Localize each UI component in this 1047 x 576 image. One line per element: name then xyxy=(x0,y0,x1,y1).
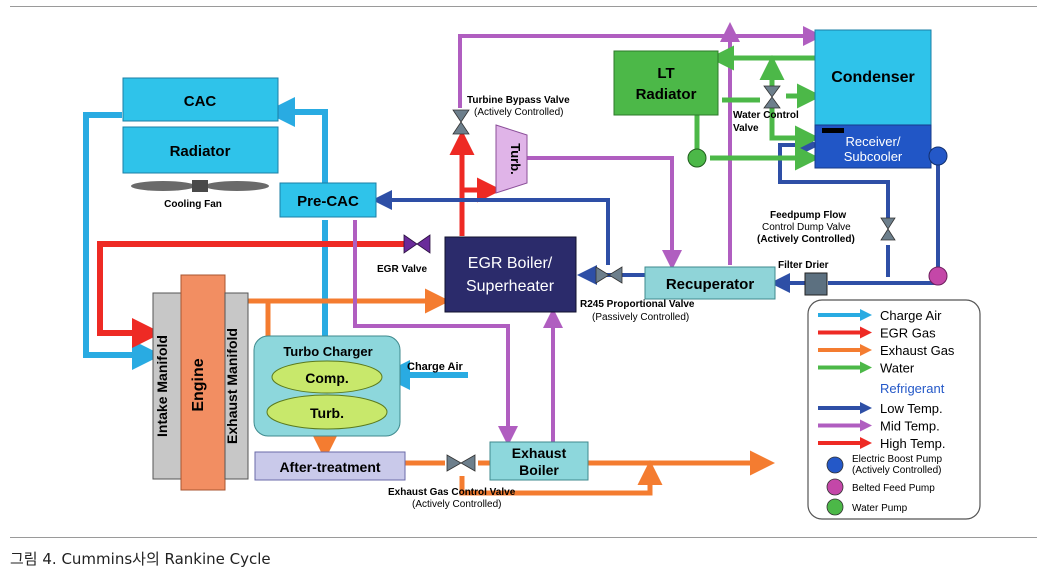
engine-unit: Engine xyxy=(180,274,226,491)
radiator-label: Radiator xyxy=(170,143,231,160)
exhaust-boiler-label-1: Exhaust xyxy=(512,445,567,461)
pre-cac-unit: Pre-CAC xyxy=(279,182,377,218)
control-dump-valve-label: Control Dump Valve xyxy=(762,222,851,233)
legend-refrigerant-label-2: High Temp. xyxy=(880,436,946,451)
condenser-label: Condenser xyxy=(831,69,915,86)
water-control-valve-icon xyxy=(763,85,781,109)
water-control-valve-label-2: Valve xyxy=(733,123,759,134)
filter-drier-icon xyxy=(804,272,828,296)
legend-pump-label-2: Water Pump xyxy=(852,503,908,514)
cooling-fan-label: Cooling Fan xyxy=(164,199,222,210)
exhaust-manifold-label: Exhaust Manifold xyxy=(224,328,240,444)
exhaust-gas-control-valve-label: Exhaust Gas Control Valve xyxy=(388,487,516,498)
legend-label-2: Exhaust Gas xyxy=(880,343,955,358)
r245-valve-note: (Passively Controlled) xyxy=(592,312,689,323)
feedpump-flow-label: Feedpump Flow xyxy=(770,210,846,221)
egr-boiler-label-2: Superheater xyxy=(466,278,555,295)
legend-arrow-2 xyxy=(818,344,872,356)
receiver-label-1: Receiver/ xyxy=(846,134,901,149)
water-lines xyxy=(694,45,822,171)
exhaust-boiler-unit: Exhaust Boiler xyxy=(489,441,589,481)
figure-caption: 그림 4. Cummins사의 Rankine Cycle xyxy=(10,550,271,568)
legend-label-3: Water xyxy=(880,361,915,376)
legend-refrigerant-title: Refrigerant xyxy=(880,381,945,396)
mid-temp-refrigerant-lines xyxy=(353,22,823,446)
receiver-label-2: Subcooler xyxy=(844,149,903,164)
turbine-bypass-valve-icon xyxy=(452,109,470,135)
after-treatment-label: After-treatment xyxy=(279,459,380,475)
pre-cac-label: Pre-CAC xyxy=(297,193,359,210)
egr-boiler-unit: EGR Boiler/ Superheater xyxy=(444,236,577,313)
water-pump-icon xyxy=(687,148,707,168)
legend-label-0: Charge Air xyxy=(880,308,942,323)
charge-air-label: Charge Air xyxy=(407,361,464,373)
expander-turbine-unit: Turb. xyxy=(495,124,528,194)
water-control-valve-label-1: Water Control xyxy=(733,110,799,121)
radiator-unit: Radiator xyxy=(122,126,279,174)
egr-valve-icon xyxy=(403,234,431,254)
comp-label: Comp. xyxy=(305,370,349,386)
legend-pump-icon-1 xyxy=(826,478,844,496)
legend-refrigerant-arrow-2 xyxy=(818,437,872,449)
condenser-unit: Condenser xyxy=(814,29,932,126)
r245-valve-label: R245 Proportional Valve xyxy=(580,299,695,310)
turbo-charger-label: Turbo Charger xyxy=(283,344,372,359)
legend-arrow-1 xyxy=(818,326,872,339)
legend-refrigerant-label-1: Mid Temp. xyxy=(880,419,940,434)
turbine-bypass-valve-note: (Actively Controlled) xyxy=(474,107,563,118)
exhaust-gas-lines xyxy=(248,288,775,496)
legend-pump-label-0: Electric Boost Pump xyxy=(852,454,942,465)
legend-refrigerant-label-0: Low Temp. xyxy=(880,401,943,416)
legend-refrigerant-arrow-0 xyxy=(818,402,872,414)
cooling-fan-icon xyxy=(131,180,269,192)
after-treatment-unit: After-treatment xyxy=(254,451,406,481)
cac-label: CAC xyxy=(184,93,217,110)
legend-arrow-0 xyxy=(818,309,872,321)
legend-pump-icon-0 xyxy=(826,456,844,474)
recuperator-label: Recuperator xyxy=(666,276,755,293)
egr-valve-label: EGR Valve xyxy=(377,264,427,275)
legend-label-1: EGR Gas xyxy=(880,326,936,341)
feedpump-dump-valve-icon xyxy=(880,217,896,241)
turbine-bypass-valve-label: Turbine Bypass Valve xyxy=(467,95,570,106)
engine-label: Engine xyxy=(190,358,207,411)
exhaust-manifold-unit: Exhaust Manifold xyxy=(224,292,249,480)
r245-valve-icon xyxy=(595,266,623,284)
turbo-charger-unit: Turbo Charger Comp. Turb. xyxy=(253,335,401,437)
turb-label: Turb. xyxy=(310,405,344,421)
exhaust-gas-control-valve-note: (Actively Controlled) xyxy=(412,499,501,510)
filter-drier-label: Filter Drier xyxy=(778,260,829,271)
receiver-subcooler-unit: Receiver/ Subcooler xyxy=(814,124,932,169)
legend-pump-icon-2 xyxy=(826,498,844,516)
legend-arrow-3 xyxy=(818,361,872,374)
exhaust-gas-control-valve-icon xyxy=(446,454,476,472)
legend-pump-note-0: (Actively Controlled) xyxy=(852,465,941,476)
recuperator-unit: Recuperator xyxy=(644,266,776,300)
electric-boost-pump-icon xyxy=(928,146,948,166)
cac-unit: CAC xyxy=(122,77,279,122)
egr-boiler-label-1: EGR Boiler/ xyxy=(468,255,553,272)
lt-radiator-unit: LT Radiator xyxy=(613,50,719,116)
belted-feed-pump-icon xyxy=(928,266,948,286)
bottom-rule xyxy=(10,537,1037,538)
high-temp-refrigerant-lines xyxy=(449,130,502,236)
control-dump-valve-note: (Actively Controlled) xyxy=(757,234,855,245)
intake-manifold-label: Intake Manifold xyxy=(154,335,170,437)
lt-radiator-label-1: LT xyxy=(657,65,674,82)
expander-turbine-label: Turb. xyxy=(508,143,523,175)
exhaust-boiler-label-2: Boiler xyxy=(519,462,559,478)
egr-gas-lines xyxy=(97,241,404,348)
legend-refrigerant-arrow-1 xyxy=(818,419,872,432)
intake-manifold-unit: Intake Manifold xyxy=(152,292,182,480)
top-rule xyxy=(10,6,1037,7)
lt-radiator-label-2: Radiator xyxy=(636,86,697,103)
legend-pump-label-1: Belted Feed Pump xyxy=(852,483,935,494)
